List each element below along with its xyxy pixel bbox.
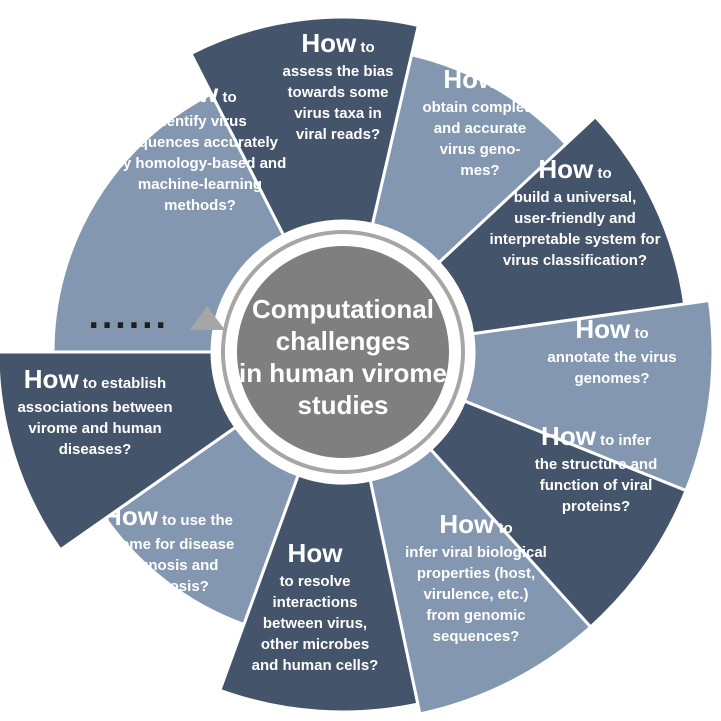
segment-how-word: How bbox=[575, 314, 631, 344]
center-title-line-3: in human virome bbox=[239, 358, 447, 388]
segment-wedge bbox=[462, 298, 715, 493]
segment-line: sequences? bbox=[433, 628, 520, 645]
segment-line: infer viral biological bbox=[405, 544, 547, 561]
segment-line: identify virus bbox=[153, 113, 246, 130]
segment-line: viral reads? bbox=[296, 126, 380, 143]
segment-heading: How to bbox=[575, 314, 648, 344]
segment-line: to resolve bbox=[280, 573, 351, 590]
segment-heading: How to establish bbox=[24, 364, 166, 394]
segment-heading: How to bbox=[538, 154, 611, 184]
segment-wedge bbox=[51, 91, 286, 354]
segment-line: properties (host, bbox=[417, 565, 535, 582]
segment-how-word: How bbox=[538, 154, 594, 184]
segment-line: from genomic bbox=[426, 607, 525, 624]
segment-how-word: How bbox=[24, 364, 80, 394]
segment-heading: How to bbox=[301, 28, 374, 58]
segment-wedge bbox=[0, 350, 238, 552]
segment-line: virulence, etc.) bbox=[423, 586, 528, 603]
segment-wedge bbox=[370, 53, 569, 265]
ring-arrowhead-icon bbox=[190, 306, 225, 330]
segment-heading-rest: to bbox=[218, 89, 236, 106]
segment-how-word: How bbox=[288, 538, 344, 568]
segment-line: associations between bbox=[17, 399, 172, 416]
segment-1: How to assess the bias towards some virus t… bbox=[188, 15, 421, 238]
segment-7: How to resolve interactions between virus, o… bbox=[217, 473, 420, 714]
segment-wedge bbox=[103, 425, 301, 627]
segment-3: How to build a universal, user-friendly an… bbox=[436, 114, 687, 336]
center-title-line-2: challenges bbox=[276, 326, 410, 356]
segment-line: function of viral bbox=[540, 477, 653, 494]
segment-line: between virus, bbox=[263, 615, 367, 632]
segment-line: mes? bbox=[460, 162, 499, 179]
segment-heading-rest: to establish bbox=[79, 375, 167, 392]
segment-heading: How to bbox=[439, 509, 512, 539]
segment-line: and accurate bbox=[434, 120, 527, 137]
segment-line: machine-learning bbox=[138, 176, 262, 193]
center-layer: Computational challenges in human virome… bbox=[190, 230, 465, 474]
segment-how-word: How bbox=[443, 64, 499, 94]
segment-line: sequences accurately bbox=[122, 134, 279, 151]
segment-line: build a universal, bbox=[514, 189, 637, 206]
center-circle bbox=[237, 246, 449, 458]
segment-4: How to annotate the virus genomes? bbox=[462, 298, 715, 493]
segment-how-word: How bbox=[439, 509, 495, 539]
segment-2: How to obtain complete and accurate virus g… bbox=[370, 53, 569, 265]
segment-line: interpretable system for bbox=[490, 231, 661, 248]
segment-heading-rest: to bbox=[498, 75, 516, 92]
segment-line: prognosis? bbox=[127, 578, 209, 595]
segments-layer: How to assess the bias towards some virus t… bbox=[0, 15, 715, 716]
segment-line: the structure and bbox=[535, 456, 658, 473]
segment-line: diseases? bbox=[59, 441, 132, 458]
segment-line: genomes? bbox=[574, 370, 649, 387]
segment-line: methods? bbox=[164, 197, 236, 214]
center-title-line-4: studies bbox=[297, 390, 388, 420]
segment-line: interactions bbox=[272, 594, 357, 611]
segment-5: How to infer the structure and function of… bbox=[428, 399, 689, 630]
segment-heading: How to infer bbox=[541, 421, 651, 451]
segment-8: How to use the virome for disease diagnosi… bbox=[102, 425, 301, 627]
segment-line: virus taxa in bbox=[294, 105, 382, 122]
segment-heading-rest: to use the bbox=[158, 512, 233, 529]
segment-heading: How to bbox=[443, 64, 516, 94]
segment-line: assess the bias bbox=[283, 63, 394, 80]
segment-heading-rest: to bbox=[630, 325, 648, 342]
segment-line: other microbes bbox=[261, 636, 369, 653]
segment-line: towards some bbox=[288, 84, 389, 101]
segment-10: How to identify virus sequences accurately… bbox=[51, 78, 287, 354]
segment-line: and human cells? bbox=[252, 657, 379, 674]
segment-how-word: How bbox=[301, 28, 357, 58]
segment-wedge bbox=[217, 473, 420, 714]
segment-line: virus classification? bbox=[503, 252, 647, 269]
segment-wedge bbox=[436, 114, 687, 336]
segment-line: proteins? bbox=[562, 498, 630, 515]
segment-line: virome and human bbox=[28, 420, 161, 437]
segment-wedge bbox=[368, 447, 593, 716]
segment-9: How to establish associations between viro… bbox=[0, 350, 238, 552]
segment-line: annotate the virus bbox=[547, 349, 676, 366]
segment-heading: How to use the bbox=[103, 501, 233, 531]
segment-heading-rest: to bbox=[494, 520, 512, 537]
ellipsis-dots: ...... bbox=[88, 301, 168, 336]
segment-how-word: How bbox=[163, 78, 219, 108]
segment-heading-rest: to bbox=[593, 165, 611, 182]
segment-wedge bbox=[188, 15, 421, 238]
segment-heading: How bbox=[288, 538, 344, 568]
segment-line: by homology-based and bbox=[114, 155, 287, 172]
segment-line: virus geno- bbox=[440, 141, 521, 158]
segment-line: diagnosis and bbox=[118, 557, 219, 574]
segment-heading-rest: to bbox=[356, 39, 374, 56]
center-title-line-1: Computational bbox=[252, 294, 434, 324]
segment-how-word: How bbox=[541, 421, 597, 451]
segment-line: virome for disease bbox=[102, 536, 235, 553]
segment-wedge bbox=[428, 399, 689, 630]
segment-line: obtain complete bbox=[422, 99, 537, 116]
segment-line: user-friendly and bbox=[514, 210, 636, 227]
segment-heading: How to bbox=[163, 78, 236, 108]
segment-heading-rest: to infer bbox=[596, 432, 651, 449]
segment-6: How to infer viral biological properties (… bbox=[368, 447, 593, 716]
